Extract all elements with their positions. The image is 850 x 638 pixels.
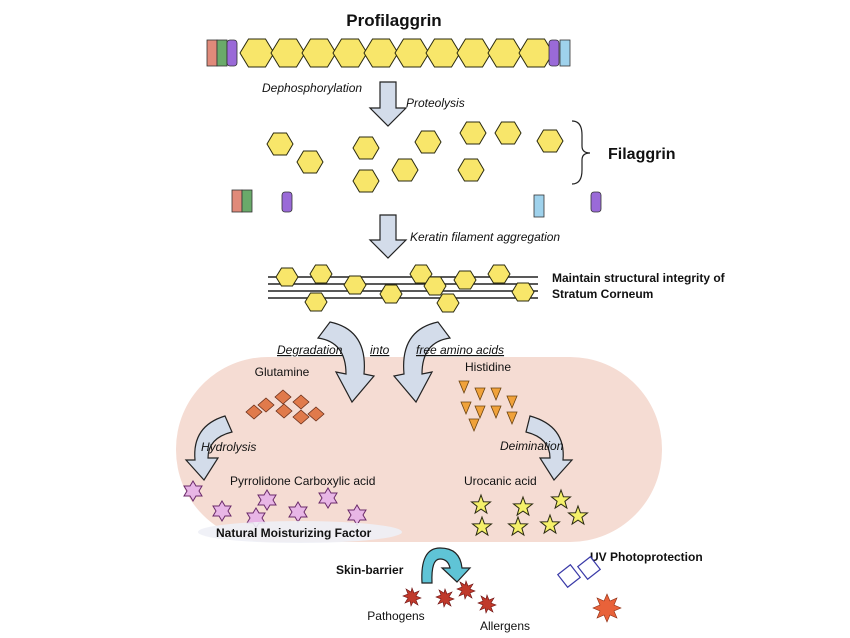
filaggrin-hexagon bbox=[266, 132, 294, 156]
filaggrin-hexagon bbox=[352, 136, 380, 160]
uv-label: UV Photoprotection bbox=[590, 550, 703, 564]
dephosphorylation-label: Dephosphorylation bbox=[262, 81, 362, 95]
stratum-line1: Maintain structural integrity of bbox=[552, 271, 726, 285]
degradation-arrow-left bbox=[316, 321, 376, 404]
fragment-blue bbox=[533, 194, 545, 218]
chain-hexagon bbox=[425, 38, 461, 68]
filaggrin-hexagons bbox=[266, 121, 564, 193]
chain-hexagon bbox=[301, 38, 337, 68]
allergens-label: Allergens bbox=[480, 619, 530, 633]
fragment-purple bbox=[281, 191, 293, 213]
profilaggrin-chain bbox=[206, 38, 571, 68]
filaggrin-hexagon bbox=[352, 169, 380, 193]
deimination-arrow bbox=[525, 415, 574, 481]
pca-label: Pyrrolidone Carboxylic acid bbox=[230, 474, 375, 488]
fragment-purple-right bbox=[590, 191, 602, 213]
title: Profilaggrin bbox=[346, 11, 441, 30]
chain-hexagon bbox=[456, 38, 492, 68]
pathogens-label: Pathogens bbox=[367, 609, 424, 623]
urocanic-label: Urocanic acid bbox=[464, 474, 537, 488]
proteolysis-label: Proteolysis bbox=[406, 96, 465, 110]
uv-prism-icon bbox=[556, 555, 602, 589]
filaggrin-hexagon bbox=[459, 121, 487, 145]
fragment-green bbox=[241, 189, 253, 213]
down-arrow-1 bbox=[368, 81, 408, 127]
chain-block-green bbox=[216, 39, 228, 67]
chain-hexagon bbox=[270, 38, 306, 68]
chain-hexagon bbox=[518, 38, 554, 68]
down-arrow-2 bbox=[368, 214, 408, 259]
filaggrin-hexagon bbox=[296, 150, 324, 174]
hydrolysis-label: Hydrolysis bbox=[201, 440, 256, 454]
filaggrin-brace bbox=[571, 120, 591, 185]
filaggrin-hexagon bbox=[391, 158, 419, 182]
chain-hexagon bbox=[239, 38, 275, 68]
degradation-arrow-right bbox=[392, 321, 452, 404]
filaggrin-hexagon bbox=[536, 129, 564, 153]
nmf-label: Natural Moisturizing Factor bbox=[216, 526, 372, 540]
into-word: into bbox=[370, 343, 390, 357]
chain-hexagons bbox=[239, 38, 554, 68]
free-amino-acids-word: free amino acids bbox=[416, 343, 504, 357]
chain-block-blue bbox=[559, 39, 571, 67]
skin-barrier-arrow bbox=[421, 547, 472, 584]
chain-block-red bbox=[206, 39, 218, 67]
chain-block-purple-right bbox=[548, 39, 560, 67]
filaggrin-label: Filaggrin bbox=[608, 146, 676, 163]
skin-barrier-label: Skin-barrier bbox=[336, 563, 404, 577]
histidine-label: Histidine bbox=[465, 360, 511, 374]
chain-block-purple bbox=[226, 39, 238, 67]
chain-hexagon bbox=[394, 38, 430, 68]
chain-hexagon bbox=[332, 38, 368, 68]
hydrolysis-arrow bbox=[184, 415, 233, 481]
filaggrin-hexagon bbox=[457, 158, 485, 182]
chain-hexagon bbox=[487, 38, 523, 68]
chain-hexagon bbox=[363, 38, 399, 68]
glutamine-label: Glutamine bbox=[255, 365, 310, 379]
filaggrin-hexagon bbox=[414, 130, 442, 154]
degradation-word: Degradation bbox=[277, 343, 343, 357]
stratum-line2: Stratum Corneum bbox=[552, 287, 653, 301]
fragment-red bbox=[231, 189, 243, 213]
sun-icon bbox=[592, 593, 622, 623]
keratin-filament bbox=[268, 264, 538, 313]
nmf-blob bbox=[198, 521, 402, 543]
deimination-label: Deimination bbox=[500, 439, 564, 453]
filaggrin-hexagon bbox=[494, 121, 522, 145]
keratin-aggregation-label: Keratin filament aggregation bbox=[410, 230, 560, 244]
